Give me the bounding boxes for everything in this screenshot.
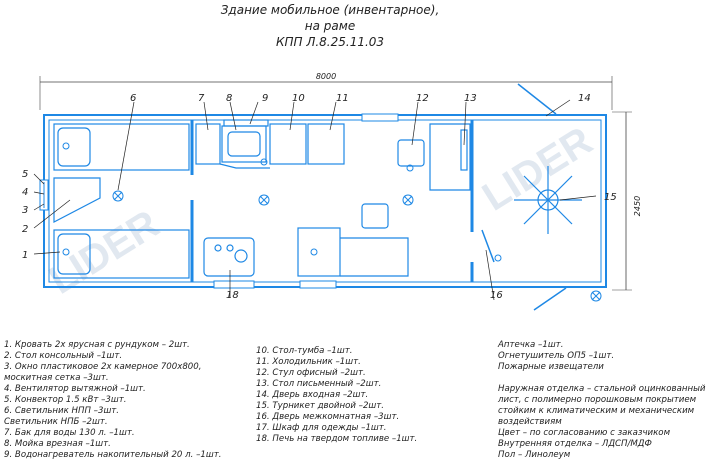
legend-item: 12. Стул офисный –2шт.: [256, 368, 366, 378]
callout-2: 2: [22, 224, 28, 235]
callouts: 6 7 8 9 10 11 12 13 14 15 16 18 1 2 3 4 …: [22, 93, 617, 301]
fan-and-window-left: [39, 179, 49, 211]
callout-6: 6: [130, 93, 136, 104]
legend-item: воздействиям: [498, 417, 562, 427]
legend-item: Внутренняя отделка – ЛДСП/МДФ: [498, 439, 652, 449]
callout-16: 16: [490, 290, 503, 301]
legend-item: Светильник НПБ –2шт.: [4, 417, 108, 427]
desk-bottom: [340, 237, 409, 277]
legend-item: москитная сетка –3шт.: [4, 373, 109, 383]
callout-9: 9: [262, 93, 268, 104]
callout-12: 12: [416, 93, 429, 104]
legend-item: 17. Шкаф для одежды –1шт.: [256, 423, 387, 433]
dimension-width: 2450: [612, 111, 642, 291]
water-tank: [195, 123, 221, 165]
dimension-length: 8000: [39, 72, 613, 110]
title-line-2: на раме: [304, 19, 356, 33]
legend-item: Цвет – по согласованию с заказчиком: [498, 428, 671, 438]
legend-item: лист, с полимерно порошковым покрытием: [498, 395, 697, 405]
watermark-right: LIDER: [475, 119, 600, 220]
legend-column-2: 10. Стол-тумба –1шт. 11. Холодильник –1ш…: [256, 346, 417, 445]
bunk-bed-top: [53, 123, 190, 171]
callout-18: 18: [226, 290, 239, 301]
title-line-3: КПП Л.8.25.11.03: [275, 35, 385, 49]
legend-item: 6. Светильник НПП –3шт.: [4, 406, 120, 416]
legend-item: 10. Стол-тумба –1шт.: [256, 346, 353, 356]
title-line-1: Здание мобильное (инвентарное),: [220, 3, 440, 17]
leader-lines: [33, 99, 597, 301]
callout-11: 11: [336, 93, 349, 104]
legend-item: 9. Водонагреватель накопительный 20 л. –…: [4, 450, 222, 460]
sink: [221, 125, 267, 163]
callout-13: 13: [464, 93, 477, 104]
entry-door-top: [517, 83, 557, 115]
interior-door: [481, 229, 495, 263]
legend-item: 4. Вентилятор вытяжной –1шт.: [4, 384, 146, 394]
table-cabinet: [269, 123, 307, 165]
wardrobe: [297, 227, 341, 277]
legend-item: 2. Стол консольный –1шт.: [4, 351, 123, 361]
ceiling-lights: [112, 190, 602, 302]
legend-item: 13. Стол письменный –2шт.: [256, 379, 382, 389]
windows: [213, 113, 399, 289]
legend-item: 14. Дверь входная –2шт.: [256, 390, 369, 400]
callout-4: 4: [22, 187, 28, 198]
refrigerator: [219, 123, 345, 169]
legend-item: 11. Холодильник –1шт.: [256, 357, 361, 367]
callout-3: 3: [22, 205, 28, 216]
callout-15: 15: [604, 192, 617, 203]
bunk-bed-bottom: [53, 229, 190, 279]
dimension-length-label: 8000: [316, 72, 336, 81]
callout-7: 7: [198, 93, 205, 104]
turnstile: [514, 166, 582, 234]
legend-item: 1. Кровать 2х ярусная с рундуком – 2шт.: [4, 340, 190, 350]
legend-item: стойким к климатическим и механическим: [498, 406, 695, 416]
callout-5: 5: [22, 169, 28, 180]
office-chair-top: [397, 139, 425, 167]
legend-item: 18. Печь на твердом топливе –1шт.: [256, 434, 418, 444]
legend-item: 5. Конвектор 1.5 кВт –3шт.: [4, 395, 127, 405]
watermark: LIDER LIDER: [42, 119, 601, 303]
water-heater: [223, 119, 269, 127]
legend-item: Аптечка –1шт.: [498, 340, 564, 350]
legend-item: 7. Бак для воды 130 л. –1шт.: [4, 428, 135, 438]
fire-detectors: [62, 142, 502, 262]
console-table: [53, 177, 101, 223]
desk-top: [429, 123, 471, 191]
legend-spacer: [498, 373, 705, 384]
callout-8: 8: [226, 93, 232, 104]
solid-fuel-stove: [203, 237, 255, 277]
legend-item: 8. Мойка врезная –1шт.: [4, 439, 111, 449]
dimension-width-label: 2450: [633, 196, 642, 216]
legend-item: 3. Окно пластиковое 2х камерное 700х800,: [4, 362, 202, 372]
entry-door-bottom: [533, 287, 567, 311]
legend-item: 15. Турникет двойной –2шт.: [256, 401, 385, 411]
legend-item: 16. Дверь межкомнатная –3шт.: [256, 412, 400, 422]
legend-item: Пожарные извещатели: [498, 362, 604, 372]
interior-walls: [190, 120, 474, 282]
office-chair-middle: [361, 203, 389, 229]
callout-14: 14: [578, 93, 591, 104]
legend-item: Наружная отделка – стальной оцинкованный: [498, 384, 706, 394]
callout-1: 1: [22, 250, 28, 261]
legend-item: Огнетушитель ОП5 –1шт.: [498, 351, 615, 361]
legend-column-1: 1. Кровать 2х ярусная с рундуком – 2шт. …: [4, 340, 221, 461]
callout-10: 10: [292, 93, 305, 104]
legend-item: Пол – Линолеум: [498, 450, 571, 460]
legend-column-3: Аптечка –1шт. Огнетушитель ОП5 –1шт. Пож…: [498, 340, 705, 461]
